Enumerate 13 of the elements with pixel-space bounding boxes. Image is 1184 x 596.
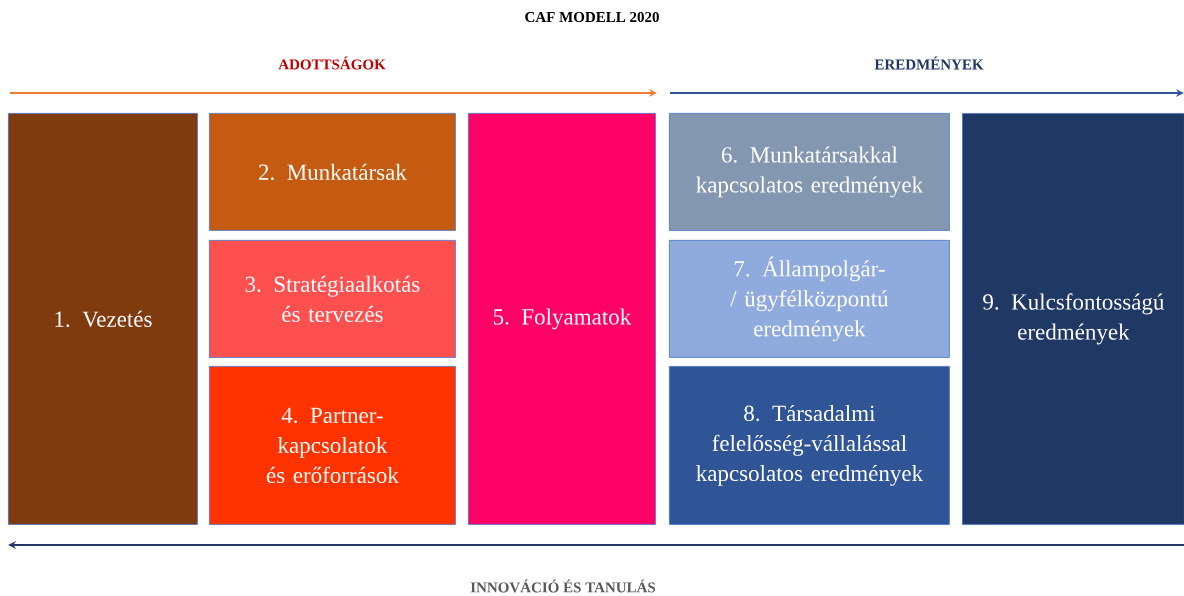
title: CAF MODELL 2020 — [525, 11, 659, 23]
model-box: 6. Munkatársakkal kapcsolatos eredmények — [669, 113, 950, 231]
model-box: 7. Állampolgár-/ ügyfélközpontú eredmények — [669, 240, 950, 358]
model-box: 3. Stratégiaalkotás és tervezés — [209, 240, 456, 358]
model-box: 1. Vezetés — [8, 113, 198, 525]
section-heading: EREDMÉNYEK — [874, 56, 984, 70]
section-heading: ADOTTSÁGOK — [278, 56, 386, 70]
model-box: 4. Partner- kapcsolatok és erőforrások — [209, 366, 456, 525]
model-box: 5. Folyamatok — [468, 113, 656, 525]
section-heading: INNOVÁCIÓ ÉS TANULÁS — [470, 579, 656, 593]
model-box: 2. Munkatársak — [209, 113, 456, 231]
model-box: 8. Társadalmi felelősség-vállalással kapcsolatos eredmények — [669, 366, 950, 525]
model-box: 9. Kulcsfontosságú eredmények — [962, 113, 1184, 525]
